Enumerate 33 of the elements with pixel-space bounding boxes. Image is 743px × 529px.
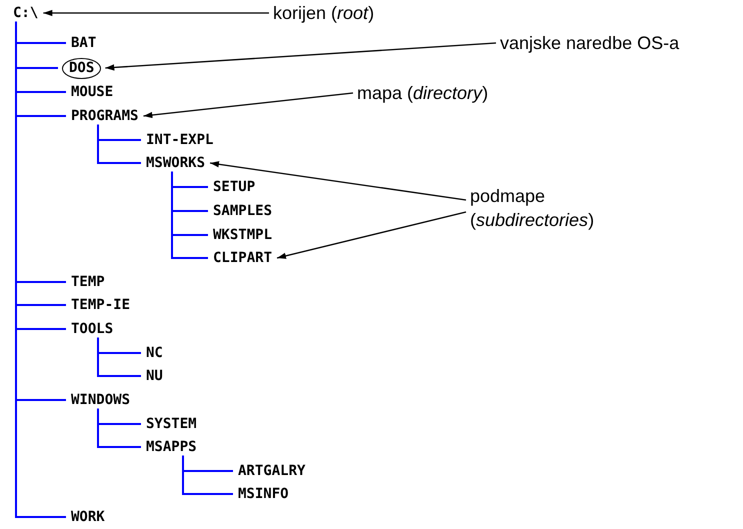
directory-label: MSAPPS [145, 438, 198, 456]
root-directory-label: C:\ [12, 4, 40, 22]
arrow [43, 10, 269, 16]
arrow [210, 161, 466, 201]
directory-label: PROGRAMS [70, 108, 140, 124]
circled-directory-label: DOS [62, 58, 102, 78]
arrow [276, 211, 466, 259]
directory-label: SETUP [212, 178, 256, 196]
directory-label: MSWORKS [145, 154, 206, 172]
tree-line [182, 456, 233, 495]
directory-label: MSINFO [237, 486, 290, 502]
directory-label: NC [145, 344, 164, 362]
directory-label: CLIPART [212, 250, 274, 266]
directory-label: TOOLS [70, 320, 114, 338]
annotation-text: vanjske naredbe OS-a [500, 31, 680, 55]
tree-line [15, 22, 66, 518]
directory-label: BAT [70, 34, 98, 52]
arrow [105, 42, 496, 71]
directory-label: TEMP-IE [70, 296, 132, 314]
directory-label: INT-EXPL [145, 132, 214, 148]
arrow [143, 92, 354, 118]
directory-label: TEMP [70, 274, 106, 290]
directory-label: WORK [70, 508, 106, 526]
directory-label: SAMPLES [212, 202, 274, 220]
annotation-text: mapa (directory) [357, 81, 488, 105]
annotation-text: korijen (root) [273, 1, 374, 25]
directory-label: ARTGALRY [237, 462, 306, 480]
directory-label: WINDOWS [70, 392, 132, 408]
directory-label: SYSTEM [145, 416, 198, 432]
directory-label: WKSTMPL [212, 226, 274, 244]
directory-label: MOUSE [70, 84, 114, 100]
annotation-text: podmape (subdirectories) [470, 184, 620, 232]
directory-label: NU [145, 368, 164, 384]
